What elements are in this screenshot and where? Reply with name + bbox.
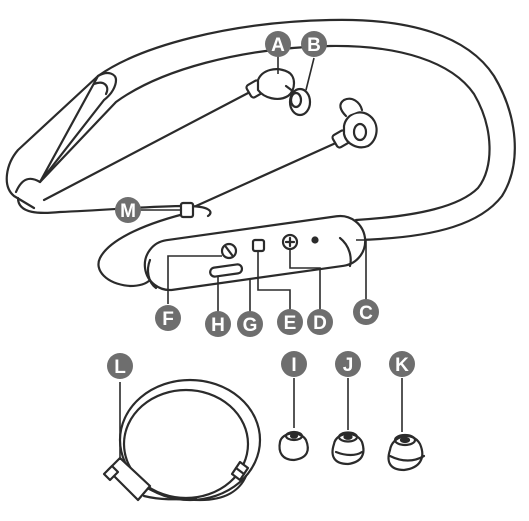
neckband-headset (5, 18, 516, 502)
callout-j: J (335, 351, 361, 377)
callout-j-label: J (343, 355, 354, 376)
callout-e: E (277, 309, 303, 335)
multifunction-button-mark (224, 245, 234, 257)
callout-f: F (155, 305, 181, 331)
microphone-icon (311, 236, 319, 244)
callout-k-label: K (395, 355, 409, 376)
neckband-left-tip (14, 71, 118, 194)
cable-clip-icon (179, 201, 195, 219)
callout-a-label: A (271, 35, 285, 56)
leader-f (167, 255, 222, 304)
callout-h: H (205, 311, 231, 337)
ear-tip-large (387, 433, 426, 472)
callout-c: C (353, 299, 379, 325)
earbud-left (245, 68, 312, 117)
usb-cable (102, 378, 262, 502)
callouts: A B M F H G E D (107, 31, 415, 379)
callout-l: L (107, 353, 133, 379)
callout-g: G (237, 311, 263, 337)
control-pod-end (146, 258, 158, 290)
ear-tip-small (278, 430, 309, 462)
callout-f-label: F (162, 309, 174, 330)
callout-k: K (389, 351, 415, 377)
callout-m-label: M (120, 201, 136, 222)
neckband-left-seam (92, 81, 109, 96)
callout-a: A (265, 31, 291, 57)
callout-d-label: D (313, 313, 327, 334)
callout-g-label: G (243, 315, 258, 336)
control-pod-seam (338, 236, 352, 268)
leader-lines (119, 56, 403, 460)
earbud-a-wire (42, 90, 252, 202)
callout-d: D (307, 309, 333, 335)
neckband-inner-edge (38, 44, 491, 222)
leader-d (289, 250, 321, 310)
callout-i: I (281, 351, 307, 377)
leader-e (257, 252, 291, 310)
callout-c-label: C (359, 303, 373, 324)
callout-b: B (301, 31, 327, 57)
leader-b (305, 57, 315, 91)
callout-b-label: B (307, 35, 321, 56)
callout-h-label: H (211, 315, 225, 336)
callout-i-label: I (291, 355, 296, 376)
charging-port-icon (209, 263, 244, 278)
ear-tip-medium (331, 431, 365, 466)
earbud-right-wire (194, 140, 340, 208)
leader-c (356, 239, 367, 300)
power-button-icon (251, 238, 266, 253)
earbud-cable-to-pod (97, 210, 194, 288)
callout-e-label: E (284, 313, 297, 334)
callout-l-label: L (114, 357, 126, 378)
control-pod-body (143, 214, 367, 292)
volume-up-plus (284, 236, 296, 248)
earbud-right (331, 97, 378, 149)
callout-m: M (115, 197, 141, 223)
